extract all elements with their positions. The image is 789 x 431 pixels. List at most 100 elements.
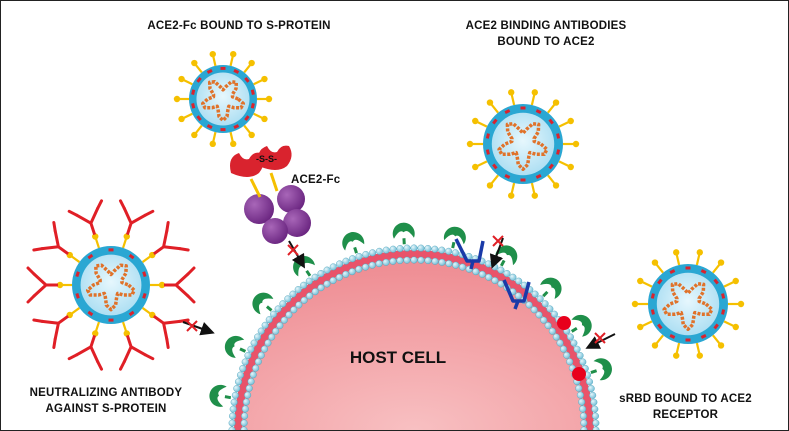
membrane-bead xyxy=(579,412,587,420)
membrane-bead xyxy=(274,305,282,313)
fc-domain-sphere xyxy=(277,185,305,213)
membrane-bead xyxy=(382,258,390,266)
membrane-bead xyxy=(311,288,319,296)
membrane-bead xyxy=(247,345,255,353)
membrane-bead xyxy=(556,339,564,347)
ace2-binding-antibodies xyxy=(454,238,531,310)
membrane-bead xyxy=(445,247,453,255)
fc-domain-sphere xyxy=(244,194,274,224)
virus-ace2fc xyxy=(173,50,273,148)
ace2-antibodies-title-2: BOUND TO ACE2 xyxy=(497,36,595,48)
membrane-bead xyxy=(514,292,522,300)
membrane-bead xyxy=(342,257,350,265)
membrane-bead xyxy=(279,300,287,308)
ace2-receptor xyxy=(252,292,274,315)
membrane-bead xyxy=(410,256,418,264)
membrane-bead xyxy=(239,364,247,372)
membrane-bead xyxy=(361,263,369,271)
membrane-bead xyxy=(578,398,586,406)
membrane-bead xyxy=(484,260,492,268)
membrane-bead xyxy=(535,311,543,319)
membrane-bead xyxy=(566,333,574,341)
membrane-bead xyxy=(348,255,356,263)
membrane-core xyxy=(234,250,594,430)
membrane-bead xyxy=(254,358,262,366)
virus-srbd xyxy=(631,249,745,359)
membrane-bead xyxy=(311,273,319,281)
neutralizing-antibody xyxy=(26,266,58,304)
membrane-bead xyxy=(566,358,574,366)
membrane-bead xyxy=(268,333,276,341)
membrane-bead xyxy=(241,358,249,366)
membrane-bead xyxy=(276,322,284,330)
membrane-bead xyxy=(254,333,262,341)
membrane-bead xyxy=(244,352,252,360)
ace2-head xyxy=(258,145,292,170)
membrane-bead xyxy=(306,292,314,300)
membrane-bead xyxy=(335,273,343,281)
membrane-bead xyxy=(438,246,446,254)
membrane-bead xyxy=(229,405,237,413)
blocked-arrow-ace2fc xyxy=(287,240,306,269)
membrane-bead xyxy=(536,295,544,303)
membrane-bead xyxy=(410,244,418,252)
membrane-bead xyxy=(233,385,241,393)
membrane-bead xyxy=(451,249,459,257)
neutralizing-antibody xyxy=(118,334,155,371)
neutralizing-antibody xyxy=(67,334,104,371)
neutralizing-antibody xyxy=(152,220,190,256)
membrane-bead xyxy=(580,419,588,427)
membrane-bead xyxy=(389,257,397,265)
membrane-bead xyxy=(579,358,587,366)
virus-antibodies xyxy=(466,89,580,199)
membrane-bead xyxy=(585,378,593,386)
membrane-bead xyxy=(245,384,253,392)
membrane-bead xyxy=(560,345,568,353)
membrane-bead xyxy=(576,352,584,360)
membrane-bead xyxy=(260,345,268,353)
membrane-bead xyxy=(452,261,460,269)
membrane-bead xyxy=(576,391,584,399)
membrane-bead xyxy=(235,378,243,386)
membrane-bead xyxy=(317,284,325,292)
membrane-bead xyxy=(573,345,581,353)
membrane-bead xyxy=(438,258,446,266)
membrane-bead xyxy=(403,256,411,264)
membrane-bead xyxy=(272,327,280,335)
srbd-dot xyxy=(572,367,586,381)
membrane-bead xyxy=(244,391,252,399)
membrane-bead xyxy=(375,247,383,255)
membrane-bead xyxy=(236,371,244,379)
membrane-bead xyxy=(242,398,250,406)
ace2-fc-construct xyxy=(230,145,311,244)
membrane-bead xyxy=(241,412,249,420)
membrane-bead xyxy=(295,301,303,309)
disulfide-label: -S-S- xyxy=(256,154,277,164)
host-cell-body xyxy=(236,252,592,430)
membrane-bead xyxy=(284,295,292,303)
membrane-bead xyxy=(241,405,249,413)
virus-neutralized xyxy=(56,233,166,337)
membrane-bead xyxy=(424,245,432,253)
virus-particles xyxy=(26,50,745,371)
ace2fc-tag: ACE2-Fc xyxy=(291,174,341,186)
membrane-bead xyxy=(590,398,598,406)
membrane-bead xyxy=(264,339,272,347)
neutralizing-title-1: NEUTRALIZING ANTIBODY xyxy=(29,387,183,399)
fc-hinge xyxy=(249,178,262,198)
ace2-receptor xyxy=(392,222,415,245)
membrane-bead xyxy=(323,280,331,288)
membrane-bead xyxy=(459,263,467,271)
membrane-bead xyxy=(265,316,273,324)
membrane-bead xyxy=(362,251,370,259)
membrane-bead xyxy=(285,311,293,319)
ace2-receptor xyxy=(209,384,232,407)
membrane-bead xyxy=(329,276,337,284)
blue-antibody xyxy=(502,279,531,303)
membrane-bead xyxy=(250,339,258,347)
membrane-bead xyxy=(317,270,325,278)
membrane-bead xyxy=(294,286,302,294)
host-cell-label: HOST CELL xyxy=(350,348,446,367)
membrane-bead xyxy=(417,244,425,252)
